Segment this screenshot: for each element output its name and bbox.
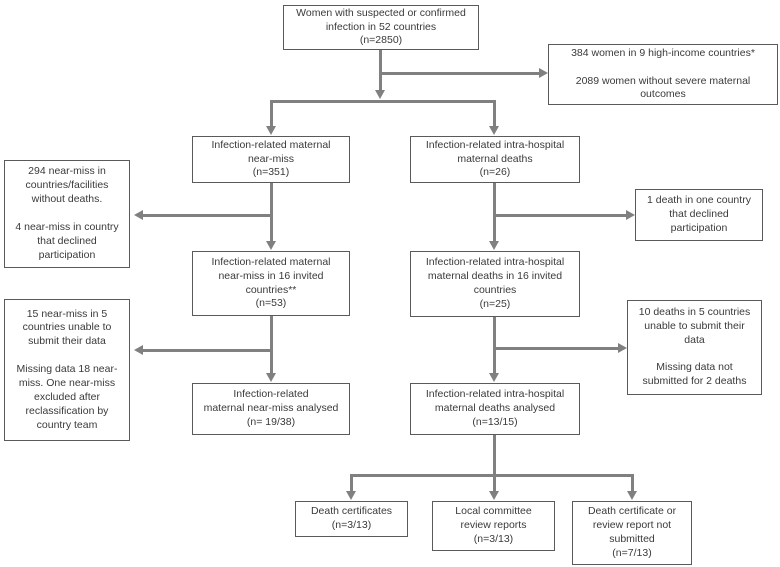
node-death-certificates: Death certificates (n=3/13): [295, 501, 408, 537]
arrowhead-deaths16-down: [488, 373, 499, 382]
connector-drop-not-submitted: [630, 474, 634, 492]
arrowhead-deaths-excluded2: [618, 342, 627, 353]
connector-deaths-analysed-down: [492, 435, 496, 477]
connector-split-bar: [269, 100, 496, 103]
node-deaths-excluded-2: 10 deaths in 5 countries unable to submi…: [627, 300, 762, 395]
arrowhead-deaths-excluded1: [626, 209, 635, 220]
node-deaths-16: Infection-related intra-hospital materna…: [410, 251, 580, 317]
node-nearmiss-16: Infection-related maternal near-miss in …: [192, 251, 350, 316]
connector-deaths-down: [492, 183, 496, 242]
arrowhead-root-excluded: [539, 67, 548, 78]
connector-bottom-bar: [350, 474, 634, 477]
arrowhead-split-left: [265, 126, 276, 135]
connector-drop-committee: [492, 477, 496, 492]
node-root: Women with suspected or confirmed infect…: [283, 5, 479, 50]
arrowhead-nearmiss-excluded2: [134, 344, 143, 355]
connector-deaths16-down: [492, 317, 496, 374]
connector-root-down: [378, 50, 382, 91]
node-deaths-excluded-1: 1 death in one country that declined par…: [635, 189, 763, 241]
node-deaths-analysed: Infection-related intra-hospital materna…: [410, 383, 580, 435]
connector-split-right: [492, 100, 496, 127]
connector-split-left: [269, 100, 273, 127]
connector-drop-certificates: [350, 474, 353, 492]
connector-nearmiss16-down: [269, 316, 273, 374]
arrowhead-deaths-down: [488, 241, 499, 250]
arrowhead-drop-committee: [488, 491, 499, 500]
arrowhead-drop-certificates: [346, 491, 356, 500]
arrowhead-split-right: [488, 126, 499, 135]
arrowhead-nearmiss-down: [265, 241, 276, 250]
arrowhead-nearmiss-excluded1: [134, 209, 143, 220]
node-deaths: Infection-related intra-hospital materna…: [410, 136, 580, 183]
node-nearmiss-analysed: Infection-related maternal near-miss ana…: [192, 383, 350, 435]
connector-root-excluded: [380, 71, 539, 75]
node-report-not-submitted: Death certificate or review report not s…: [572, 501, 692, 565]
node-committee-reports: Local committee review reports (n=3/13): [432, 501, 555, 551]
connector-nearmiss-excluded1: [143, 213, 271, 217]
node-excluded-high-income: 384 women in 9 high-income countries* 20…: [548, 44, 778, 105]
arrowhead-root-down: [374, 90, 385, 99]
node-nearmiss: Infection-related maternal near-miss (n=…: [192, 136, 350, 183]
node-nearmiss-excluded-1: 294 near-miss in countries/facilities wi…: [4, 160, 130, 268]
arrowhead-drop-not-submitted: [626, 491, 637, 500]
connector-deaths-excluded1: [494, 213, 626, 217]
arrowhead-nearmiss16-down: [265, 373, 276, 382]
connector-nearmiss-excluded2: [143, 348, 271, 352]
node-nearmiss-excluded-2: 15 near-miss in 5 countries unable to su…: [4, 299, 130, 441]
connector-deaths-excluded2: [494, 346, 618, 350]
connector-nearmiss-down: [269, 183, 273, 242]
